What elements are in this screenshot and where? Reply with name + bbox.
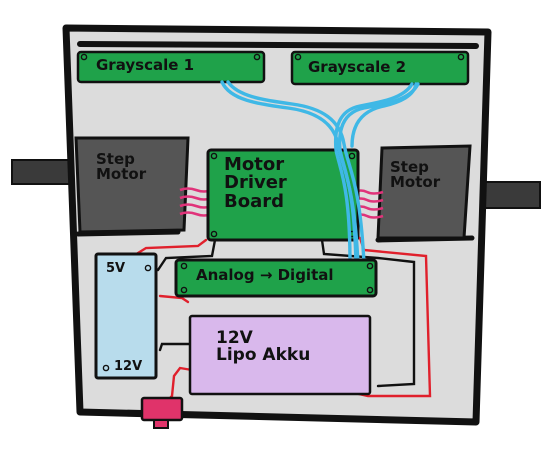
driver-hole-bl <box>210 230 218 238</box>
battery-label: 12V Lipo Akku <box>216 328 311 366</box>
driver-hole-tr <box>348 152 356 160</box>
grayscale-1-hole-left <box>80 53 88 61</box>
left-step-motor <box>74 136 190 234</box>
grayscale-2-hole-left <box>294 53 302 61</box>
grayscale-1-label: Grayscale 1 <box>96 56 195 74</box>
ad-hole-tr <box>366 262 374 270</box>
ad-hole-bl <box>180 286 188 294</box>
analog-digital-label: Analog → Digital <box>196 266 334 284</box>
grayscale-2-label: Grayscale 2 <box>308 58 407 76</box>
grayscale-2-hole-right <box>457 53 465 61</box>
grayscale-1-hole-right <box>253 53 261 61</box>
driver-hole-tl <box>210 152 218 160</box>
voltage-converter <box>94 252 158 380</box>
power-switch-knob <box>153 419 169 429</box>
lipo-battery <box>188 314 372 396</box>
chassis-sensor-bar <box>77 41 479 49</box>
left-motor-shaft <box>11 159 79 185</box>
power-switch <box>140 396 184 422</box>
grayscale-1-board <box>76 50 266 84</box>
converter-hole-top <box>144 264 152 272</box>
black-power-wire <box>156 238 416 388</box>
chassis-left-crossbar <box>75 229 181 237</box>
converter-5v-label: 5V <box>106 261 126 276</box>
motor-driver-label: Motor Driver Board <box>224 154 287 212</box>
left-motor-label: Step Motor <box>96 150 147 184</box>
sensor-data-cables <box>220 80 420 266</box>
converter-12v-label: 12V <box>114 359 143 374</box>
analog-digital-board <box>174 258 378 298</box>
converter-hole-bottom <box>102 364 110 372</box>
right-motor-label: Step Motor <box>390 158 441 192</box>
ad-hole-br <box>366 286 374 294</box>
ad-hole-tl <box>180 262 188 270</box>
grayscale-2-board <box>290 50 470 86</box>
